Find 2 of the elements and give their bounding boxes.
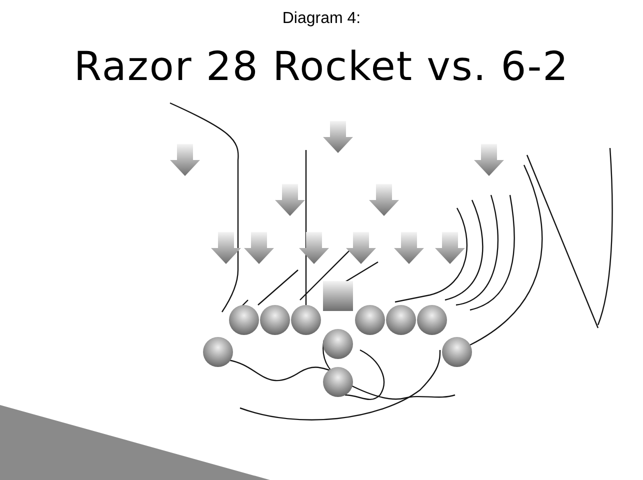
play-title: Razor 28 Rocket vs. 6-2 <box>74 44 570 90</box>
diagram-number: Diagram 4: <box>282 10 361 27</box>
